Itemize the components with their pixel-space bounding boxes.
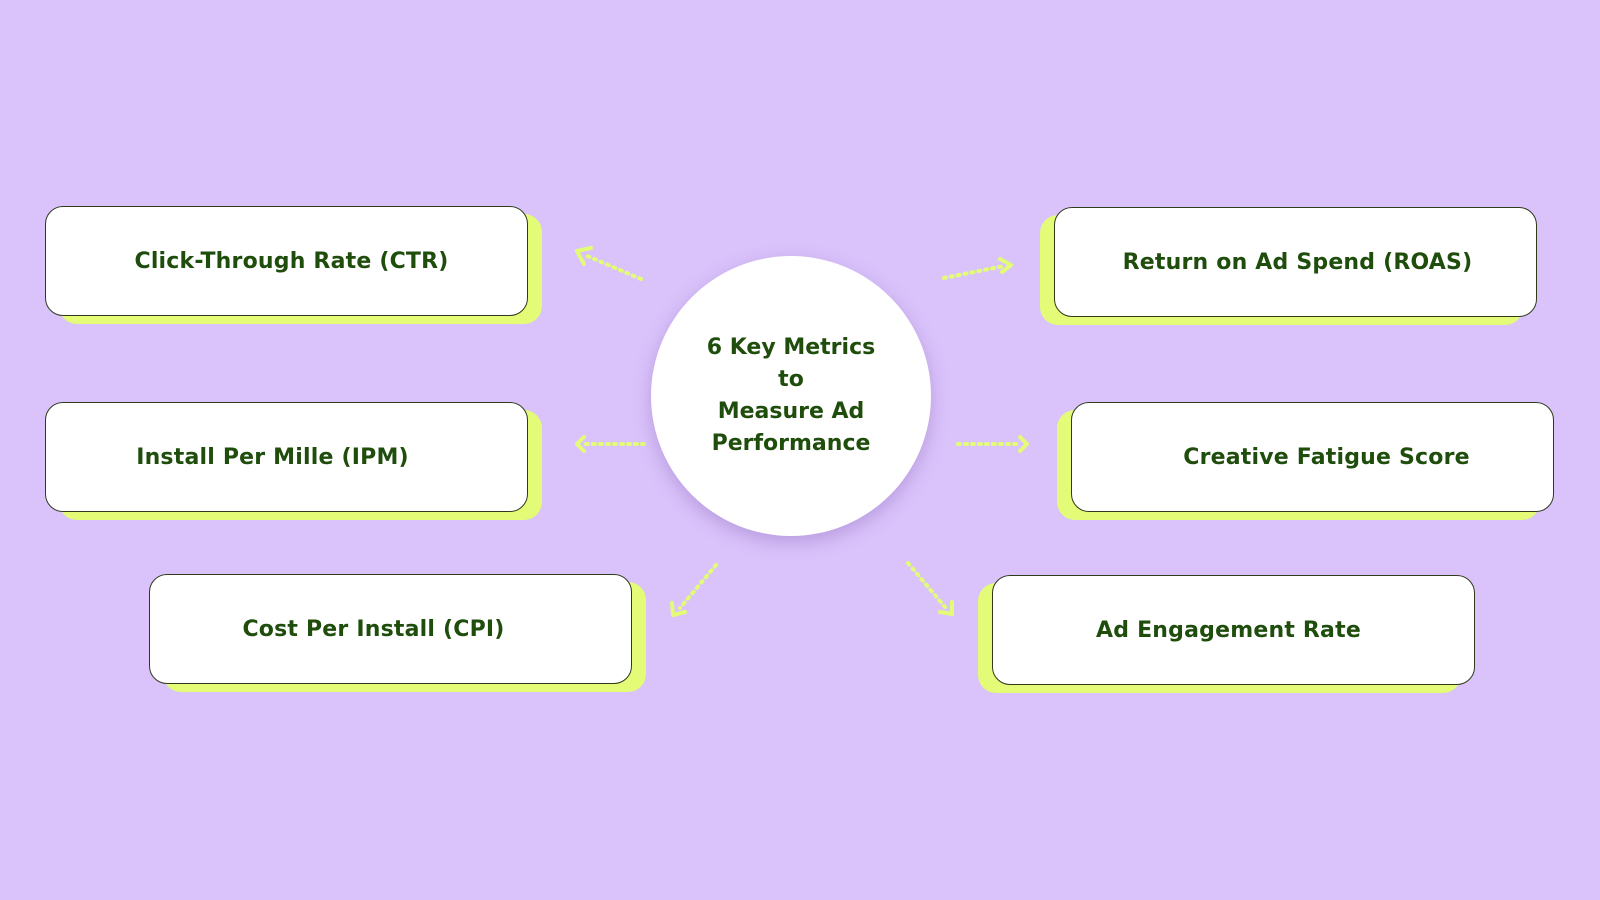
metric-card-engagement-rate: Ad Engagement Rate (992, 575, 1475, 685)
central-hub-circle: 6 Key Metrics to Measure Ad Performance (651, 256, 931, 536)
arrowhead-cpi (670, 601, 687, 617)
metric-label: Creative Fatigue Score (1183, 444, 1470, 470)
arrowhead-aer (938, 600, 954, 616)
metric-label: Ad Engagement Rate (1096, 617, 1361, 643)
metric-label: Cost Per Install (CPI) (242, 616, 505, 642)
arrow-to-cpi (678, 563, 718, 610)
metric-card-ctr: Click-Through Rate (CTR) (45, 206, 528, 316)
arrowhead-cfs (1018, 435, 1029, 453)
arrow-to-aer (906, 561, 947, 609)
arrowhead-roas (998, 257, 1013, 274)
hub-title: 6 Key Metrics to Measure Ad Performance (706, 335, 876, 456)
metric-card-ipm: Install Per Mille (IPM) (45, 402, 528, 512)
arrowhead-ipm (575, 435, 586, 453)
metric-label: Return on Ad Spend (ROAS) (1122, 249, 1473, 275)
metric-label: Install Per Mille (IPM) (136, 444, 409, 470)
metric-card-creative-fatigue: Creative Fatigue Score (1071, 402, 1554, 512)
metric-card-cpi: Cost Per Install (CPI) (149, 574, 632, 684)
arrowhead-ctr (575, 246, 593, 266)
metric-label: Click-Through Rate (CTR) (134, 248, 449, 274)
arrow-to-roas (942, 264, 1006, 280)
metric-card-roas: Return on Ad Spend (ROAS) (1054, 207, 1537, 317)
arrow-to-ctr (583, 253, 643, 281)
